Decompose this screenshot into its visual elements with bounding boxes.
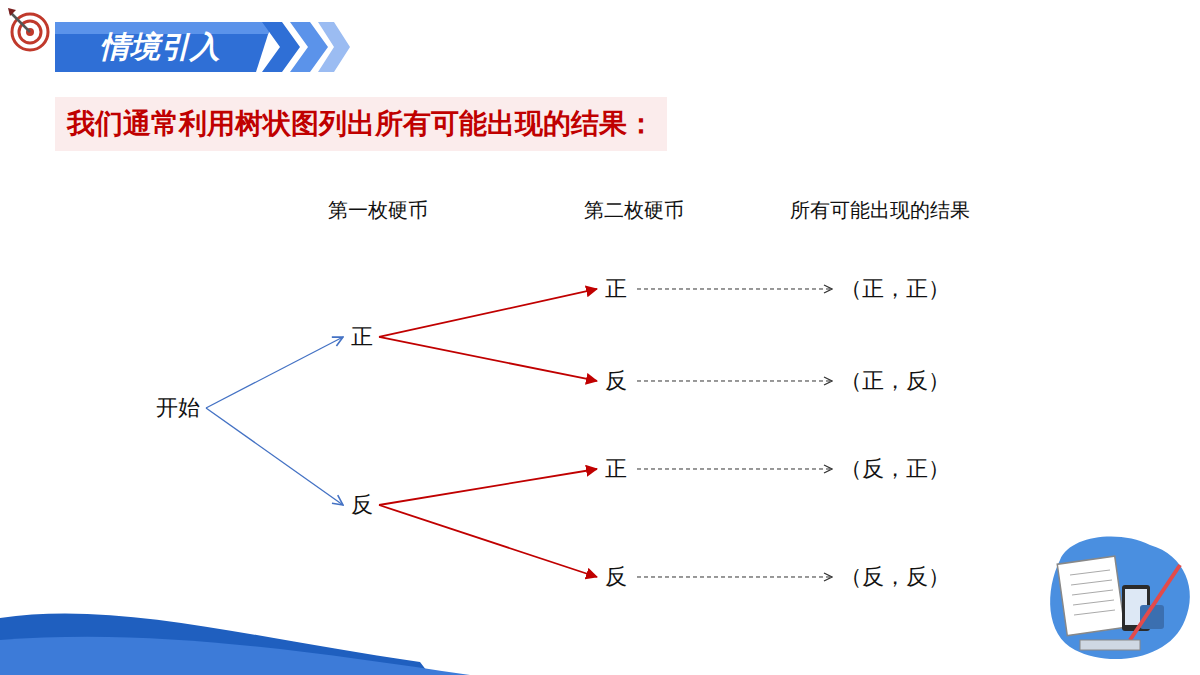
- subtitle-band: 我们通常利用树状图列出所有可能出现的结果：: [55, 97, 667, 151]
- node-text: 反: [351, 492, 373, 518]
- tree-branch: [637, 468, 832, 469]
- column-header: 第二枚硬币: [584, 197, 684, 224]
- chevron: [262, 22, 300, 72]
- target-icon: [8, 8, 48, 50]
- node-text: 我们通常利用树状图列出所有可能出现的结果：: [67, 107, 655, 141]
- math-illustration: [1050, 537, 1190, 660]
- result-node: （正，反）: [836, 366, 954, 396]
- outcome-node: 反: [601, 366, 631, 396]
- result-node: （正，正）: [836, 274, 954, 304]
- node-text: 反: [605, 368, 627, 394]
- node-text: （正，反）: [840, 368, 950, 394]
- chevron: [290, 22, 328, 72]
- result-node: （反，反）: [836, 562, 954, 592]
- tree-branch: [206, 408, 343, 505]
- tree-branch: [379, 505, 597, 577]
- node-text: 正: [605, 276, 627, 302]
- tree-branch: [637, 380, 832, 381]
- tree-branch: [637, 288, 832, 289]
- tree-branch: [206, 337, 343, 408]
- node-text: （正，正）: [840, 276, 950, 302]
- tree-branch: [637, 576, 832, 577]
- tree-branch: [379, 337, 597, 381]
- node-text: 开始: [156, 395, 200, 421]
- column-header: 第一枚硬币: [328, 197, 428, 224]
- outcome-node: 正: [601, 454, 631, 484]
- node-text: 正: [351, 324, 373, 350]
- title-text: 情境引入: [100, 27, 220, 68]
- outcome-node: 正: [601, 274, 631, 304]
- outcome-node: 反: [601, 562, 631, 592]
- title-banner: [55, 22, 272, 72]
- outcome-node: 反: [347, 490, 377, 520]
- chevron: [318, 22, 350, 72]
- start-node: 开始: [152, 393, 204, 423]
- node-text: 正: [605, 456, 627, 482]
- outcome-node: 正: [347, 322, 377, 352]
- node-text: （反，正）: [840, 456, 950, 482]
- column-header: 所有可能出现的结果: [790, 197, 970, 224]
- node-text: 反: [605, 564, 627, 590]
- tree-branch: [379, 289, 597, 337]
- result-node: （反，正）: [836, 454, 954, 484]
- bottom-wave-light: [0, 637, 470, 675]
- node-text: （反，反）: [840, 564, 950, 590]
- tree-branch: [379, 469, 597, 505]
